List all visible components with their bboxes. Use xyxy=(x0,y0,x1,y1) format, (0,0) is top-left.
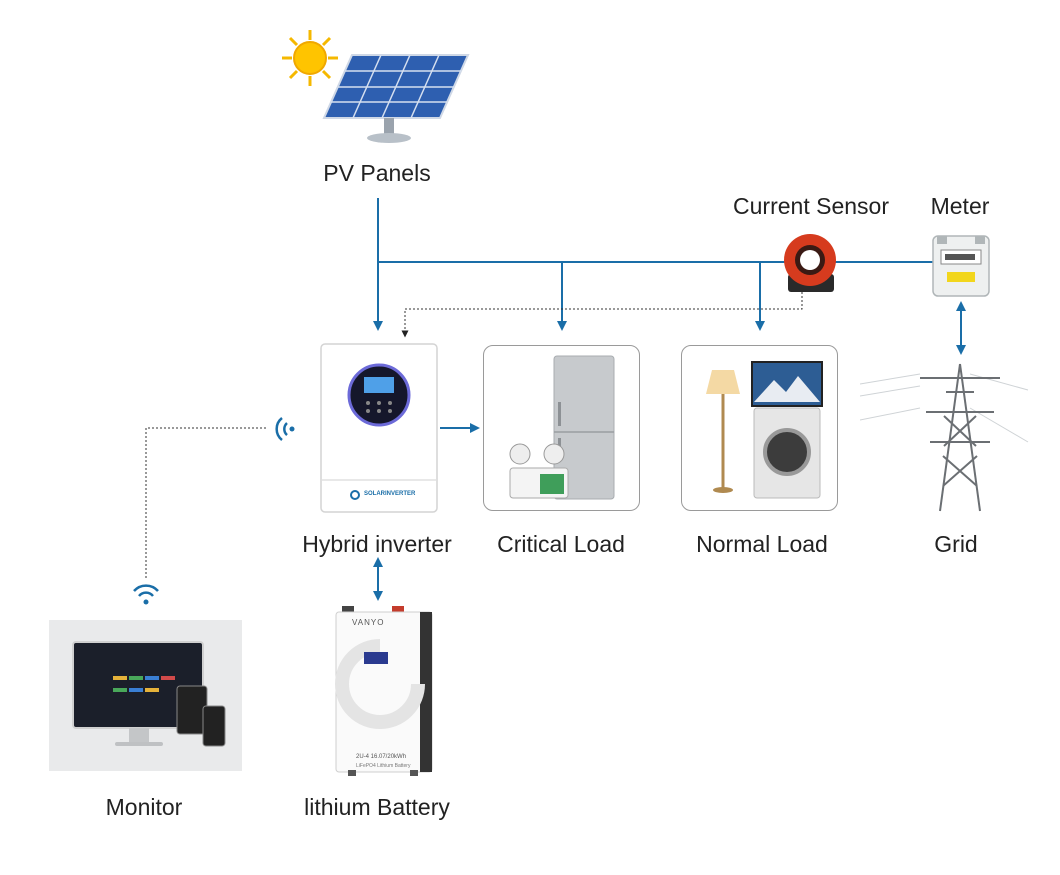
home-appliances-icon xyxy=(706,361,823,499)
inverter-brand-text: SOLARINVERTER xyxy=(364,491,416,497)
hybrid-inverter-icon xyxy=(320,343,438,513)
monitor-wifi-link xyxy=(145,427,268,578)
monitor-label: Monitor xyxy=(105,794,183,820)
normal-load-label: Normal Load xyxy=(696,531,828,557)
sensor-signal-line xyxy=(401,288,803,338)
grid-label: Grid xyxy=(934,531,978,557)
battery-chemistry-text: LiFePO4 Lithium Battery xyxy=(356,763,411,769)
pv-panels-label: PV Panels xyxy=(323,160,431,186)
power-tower-icon xyxy=(860,363,1029,512)
normal-load-box xyxy=(681,345,838,511)
solar-panel-icon xyxy=(322,54,470,143)
monitor-devices-icon xyxy=(72,641,226,747)
emergency-light-icon xyxy=(509,443,569,499)
monitor-panel xyxy=(49,620,242,771)
wifi-signal-icon xyxy=(275,417,295,441)
meter-label: Meter xyxy=(930,193,990,219)
battery-model-text: 2U-4 16.07/20kWh xyxy=(356,754,407,760)
hybrid-inverter-label: Hybrid inverter xyxy=(302,531,452,557)
critical-load-label: Critical Load xyxy=(497,531,625,557)
lithium-battery-icon xyxy=(335,606,433,776)
critical-load-box xyxy=(483,345,640,511)
current-sensor-label: Current Sensor xyxy=(733,193,889,219)
meter-icon xyxy=(932,235,990,297)
battery-brand-text: VANYO xyxy=(352,618,385,627)
sun-icon xyxy=(282,30,338,86)
battery-label: lithium Battery xyxy=(304,794,450,820)
wifi-icon xyxy=(133,584,159,605)
current-sensor-icon xyxy=(784,234,836,292)
